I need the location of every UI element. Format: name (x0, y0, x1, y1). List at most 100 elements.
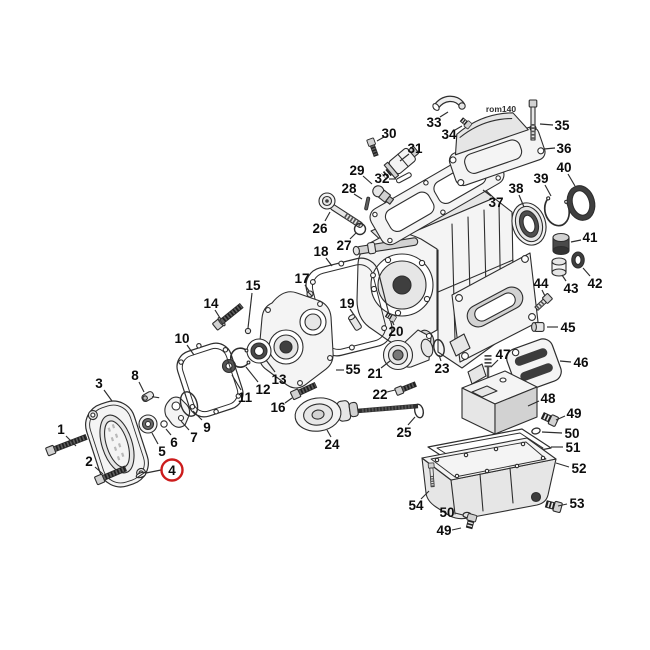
callout-5: 5 (158, 444, 166, 459)
callout-46: 46 (573, 355, 589, 370)
callout-25: 25 (396, 425, 412, 440)
part-oil-pan-52 (421, 437, 557, 520)
part-clip-8 (141, 391, 160, 403)
part-plug-49-top (540, 412, 559, 427)
part-dowel-19 (347, 314, 362, 331)
part-clip-4 (135, 471, 147, 479)
part-bearing-door-55 (258, 291, 334, 389)
part-vent-15 (244, 327, 252, 335)
callout-49: 49 (436, 523, 451, 538)
callout-12: 12 (255, 382, 270, 397)
leader-line-12-11 (245, 366, 259, 383)
highlight-circle (160, 458, 184, 482)
leader-line-8-7 (138, 381, 145, 393)
callout-7: 7 (190, 430, 198, 445)
part-bearing-13 (246, 338, 272, 364)
leader-line-49-48 (555, 415, 566, 421)
callout-31: 31 (407, 141, 423, 156)
callout-39: 39 (533, 171, 548, 186)
part-breather-hose (432, 95, 466, 111)
callout-50: 50 (564, 426, 579, 441)
leader-line-24-23 (326, 429, 332, 438)
part-pin-32 (395, 172, 412, 184)
leader-line-11-10 (231, 374, 242, 391)
leader-line-38-37 (518, 194, 525, 208)
leader-line-54-53 (420, 490, 430, 500)
part-pump-cover-7 (164, 396, 191, 428)
part-bolt-35 (528, 99, 538, 141)
leader-line-6-5 (165, 428, 172, 436)
leader-line-19-18 (349, 308, 355, 316)
leader-line-40-39 (567, 173, 576, 187)
callout-45: 45 (560, 320, 576, 335)
leader-line-18-17 (325, 257, 333, 267)
leader-line-16-15 (284, 397, 293, 404)
callout-20: 20 (388, 324, 403, 339)
callout-52: 52 (571, 461, 586, 476)
callout-3: 3 (95, 376, 103, 391)
part-screw-17 (306, 290, 314, 298)
callout-16: 16 (270, 400, 286, 415)
watermark-text: rom140 (486, 104, 517, 114)
part-breather-fitting (459, 117, 473, 130)
part-bolt-2 (94, 465, 128, 486)
part-bolt-1 (45, 433, 88, 457)
leader-line-22-21 (386, 389, 396, 393)
callout-34: 34 (441, 127, 457, 142)
leader-line-34-33 (454, 125, 463, 131)
part-bolt-30 (366, 137, 379, 158)
callout-40: 40 (556, 160, 571, 175)
part-drain-plug-53 (544, 500, 563, 513)
callout-8: 8 (131, 368, 139, 383)
leader-line-25-24 (407, 416, 416, 426)
callout-47: 47 (495, 347, 510, 362)
callout-4-highlighted: 4 (168, 463, 176, 478)
part-bolt-44 (534, 293, 553, 311)
callout-6: 6 (170, 435, 178, 450)
callout-44: 44 (533, 276, 549, 291)
leader-line-7-6 (180, 420, 190, 431)
callout-30: 30 (381, 126, 396, 141)
leader-line-50-49 (541, 431, 563, 434)
part-oring-25 (413, 403, 425, 419)
part-washer-50-top (531, 427, 541, 435)
callout-36: 36 (556, 141, 572, 156)
leader-line-31-30 (399, 153, 410, 162)
part-grommet-5 (138, 414, 158, 434)
callout-53: 53 (569, 496, 585, 511)
leader-line-33-32 (439, 111, 449, 118)
part-main-case (352, 184, 539, 385)
leader-line-10-9 (186, 344, 195, 356)
part-seal-40 (566, 185, 596, 221)
part-plug-20 (384, 312, 397, 323)
callout-54: 54 (408, 498, 424, 513)
callout-26: 26 (312, 221, 328, 236)
part-sensor-29 (372, 185, 395, 205)
leader-line-28-27 (353, 193, 363, 200)
part-bolt-14 (212, 302, 244, 331)
leader-line-42-41 (582, 267, 591, 277)
callout-33: 33 (426, 115, 442, 130)
part-seal-42 (571, 251, 585, 269)
leader-line-23-22 (438, 354, 442, 362)
leader-line-46-45 (559, 360, 572, 363)
callout-51: 51 (565, 440, 581, 455)
part-side-cover-3 (85, 400, 149, 488)
leader-line-13-12 (265, 359, 276, 373)
part-bearing-41 (552, 232, 570, 256)
callout-41: 41 (582, 230, 598, 245)
leader-line-44-43 (541, 289, 546, 297)
callout-10: 10 (174, 331, 189, 346)
leader-line-30-29 (376, 136, 385, 142)
leader-line-5-4 (151, 432, 159, 445)
callout-13: 13 (271, 372, 287, 387)
leader-line-26-25 (324, 211, 331, 222)
callout-49: 49 (566, 406, 581, 421)
callout-11: 11 (238, 390, 253, 405)
part-bolt-54 (427, 462, 435, 488)
leader-line-41-40 (570, 239, 582, 243)
leader-line-15-14 (247, 292, 253, 329)
part-plug-49-bottom (465, 513, 478, 530)
part-tray-48 (461, 370, 538, 435)
